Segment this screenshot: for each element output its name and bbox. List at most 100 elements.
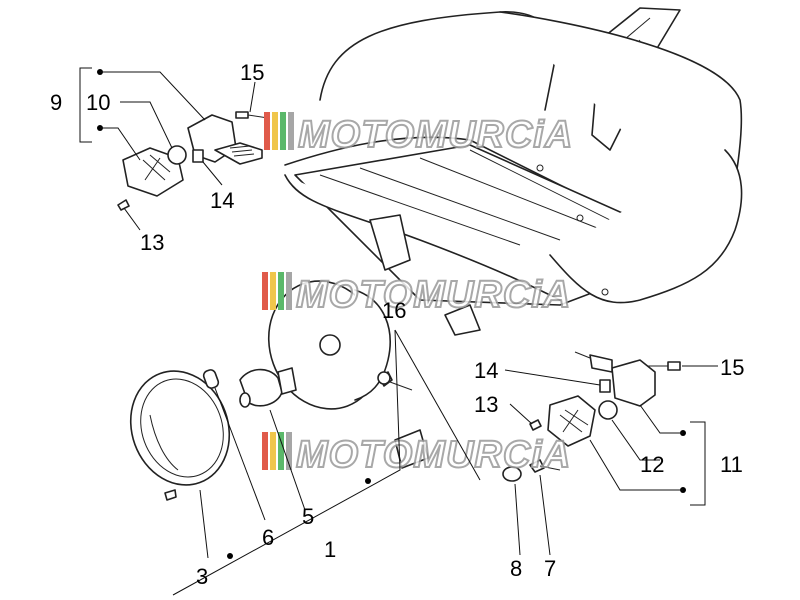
watermark-stripe — [262, 272, 268, 310]
callout-8: 8 — [510, 556, 522, 581]
rack-bottom-tube — [284, 174, 561, 301]
watermark-stripe — [272, 112, 278, 150]
callout-13-right: 13 — [474, 392, 498, 417]
bracket-9 — [79, 67, 92, 143]
rack-hole — [576, 214, 584, 222]
watermark-stripe — [286, 432, 292, 470]
bulb-socket — [277, 367, 297, 395]
callout-14-top: 14 — [210, 188, 234, 213]
leader-3 — [199, 489, 209, 559]
rack-support-plate — [369, 214, 411, 271]
left-indicator-spring — [229, 145, 255, 157]
leader-14-right — [504, 369, 601, 386]
left-lens-pattern — [142, 154, 171, 181]
rack-front-loop — [549, 149, 743, 304]
callout-5: 5 — [302, 504, 314, 529]
left-small-screw — [117, 199, 130, 211]
leader-11-housing — [639, 404, 683, 434]
mount-washer — [377, 371, 391, 385]
watermark-stripe — [278, 432, 284, 470]
bracket-11 — [690, 421, 706, 506]
right-indicator-stem — [589, 354, 613, 373]
mount-bolt — [389, 381, 413, 391]
dot-1 — [365, 478, 371, 484]
left-indicator-bulb — [167, 145, 187, 165]
leader-12 — [611, 419, 660, 461]
watermark-stripe — [270, 432, 276, 470]
leader-14-top — [202, 161, 223, 186]
right-indicator-bulb — [598, 400, 618, 420]
leader-5 — [269, 409, 306, 511]
right-lens-pattern — [559, 409, 589, 433]
watermark-stripe — [288, 112, 294, 150]
leader-13-right — [509, 403, 533, 425]
rack-slats — [319, 149, 651, 246]
callout-13-top: 13 — [140, 230, 164, 255]
callout-1: 1 — [324, 537, 336, 562]
bolt-7 — [529, 459, 545, 473]
left-screw-head — [235, 111, 249, 119]
headlamp-lens — [140, 378, 224, 478]
leader-9-lens — [100, 127, 141, 161]
leader-6 — [214, 387, 266, 521]
right-indicator-lens — [547, 395, 596, 447]
callout-7: 7 — [544, 556, 556, 581]
headlamp-rim — [129, 370, 231, 486]
leader-9-housing — [100, 71, 206, 121]
callout-11: 11 — [720, 452, 743, 477]
left-indicator-assembly — [117, 111, 269, 211]
watermark-middle: MOTOMURCiA — [262, 272, 571, 317]
dot-3 — [227, 553, 233, 559]
callout-14-right: 14 — [474, 358, 498, 383]
callout-16: 16 — [382, 298, 406, 323]
watermark-text: MOTOMURCiA — [298, 114, 573, 156]
headlamp-assembly — [129, 280, 561, 501]
right-indicator-assembly — [529, 351, 681, 447]
left-clip — [192, 149, 204, 163]
watermark-stripe — [264, 112, 270, 150]
watermark-stripe — [278, 272, 284, 310]
watermark-stripe — [270, 272, 276, 310]
rim-screw — [164, 489, 177, 501]
callout-15-right: 15 — [720, 355, 744, 380]
bracket-1 — [172, 329, 401, 596]
right-clip — [599, 379, 611, 393]
front-rack — [284, 7, 743, 336]
leader-7 — [539, 474, 551, 556]
leader-13-top — [123, 207, 141, 231]
washer-8 — [502, 466, 522, 482]
leader-11-lens — [589, 439, 683, 491]
bolt-7-shank — [539, 465, 561, 471]
watermark-text: MOTOMURCiA — [296, 434, 571, 476]
watermark-text: MOTOMURCiA — [296, 274, 571, 316]
callout-15-top: 15 — [240, 60, 264, 85]
rack-hole — [536, 164, 544, 172]
leader-15-top — [249, 81, 256, 113]
watermark-stripe — [262, 432, 268, 470]
callout-labels: 9 10 15 14 13 16 15 14 13 12 11 6 5 1 3 … — [50, 60, 744, 589]
callout-3: 3 — [196, 564, 208, 589]
headlamp-housing-hole — [319, 334, 341, 356]
rack-lower-bracket — [444, 304, 481, 336]
right-indicator-housing — [611, 359, 656, 407]
callout-6: 6 — [262, 525, 274, 550]
bulb-tip — [239, 392, 251, 408]
right-screw-head — [667, 361, 681, 371]
rack-hole — [601, 288, 609, 296]
watermark-stripe — [286, 272, 292, 310]
headlamp-lens-highlight — [149, 414, 179, 471]
pilot-bulb — [202, 369, 220, 389]
leader-10 — [120, 101, 173, 149]
left-indicator-lens — [122, 147, 184, 197]
callout-10: 10 — [86, 90, 110, 115]
watermark-stripe — [280, 112, 286, 150]
left-indicator-stem — [214, 142, 263, 165]
leader-16 — [394, 329, 481, 481]
watermark-bottom: MOTOMURCiA — [262, 432, 571, 477]
right-small-screw — [529, 419, 542, 431]
watermark-top: MOTOMURCiA — [264, 112, 573, 157]
leader-8 — [514, 483, 521, 556]
callout-9: 9 — [50, 90, 62, 115]
